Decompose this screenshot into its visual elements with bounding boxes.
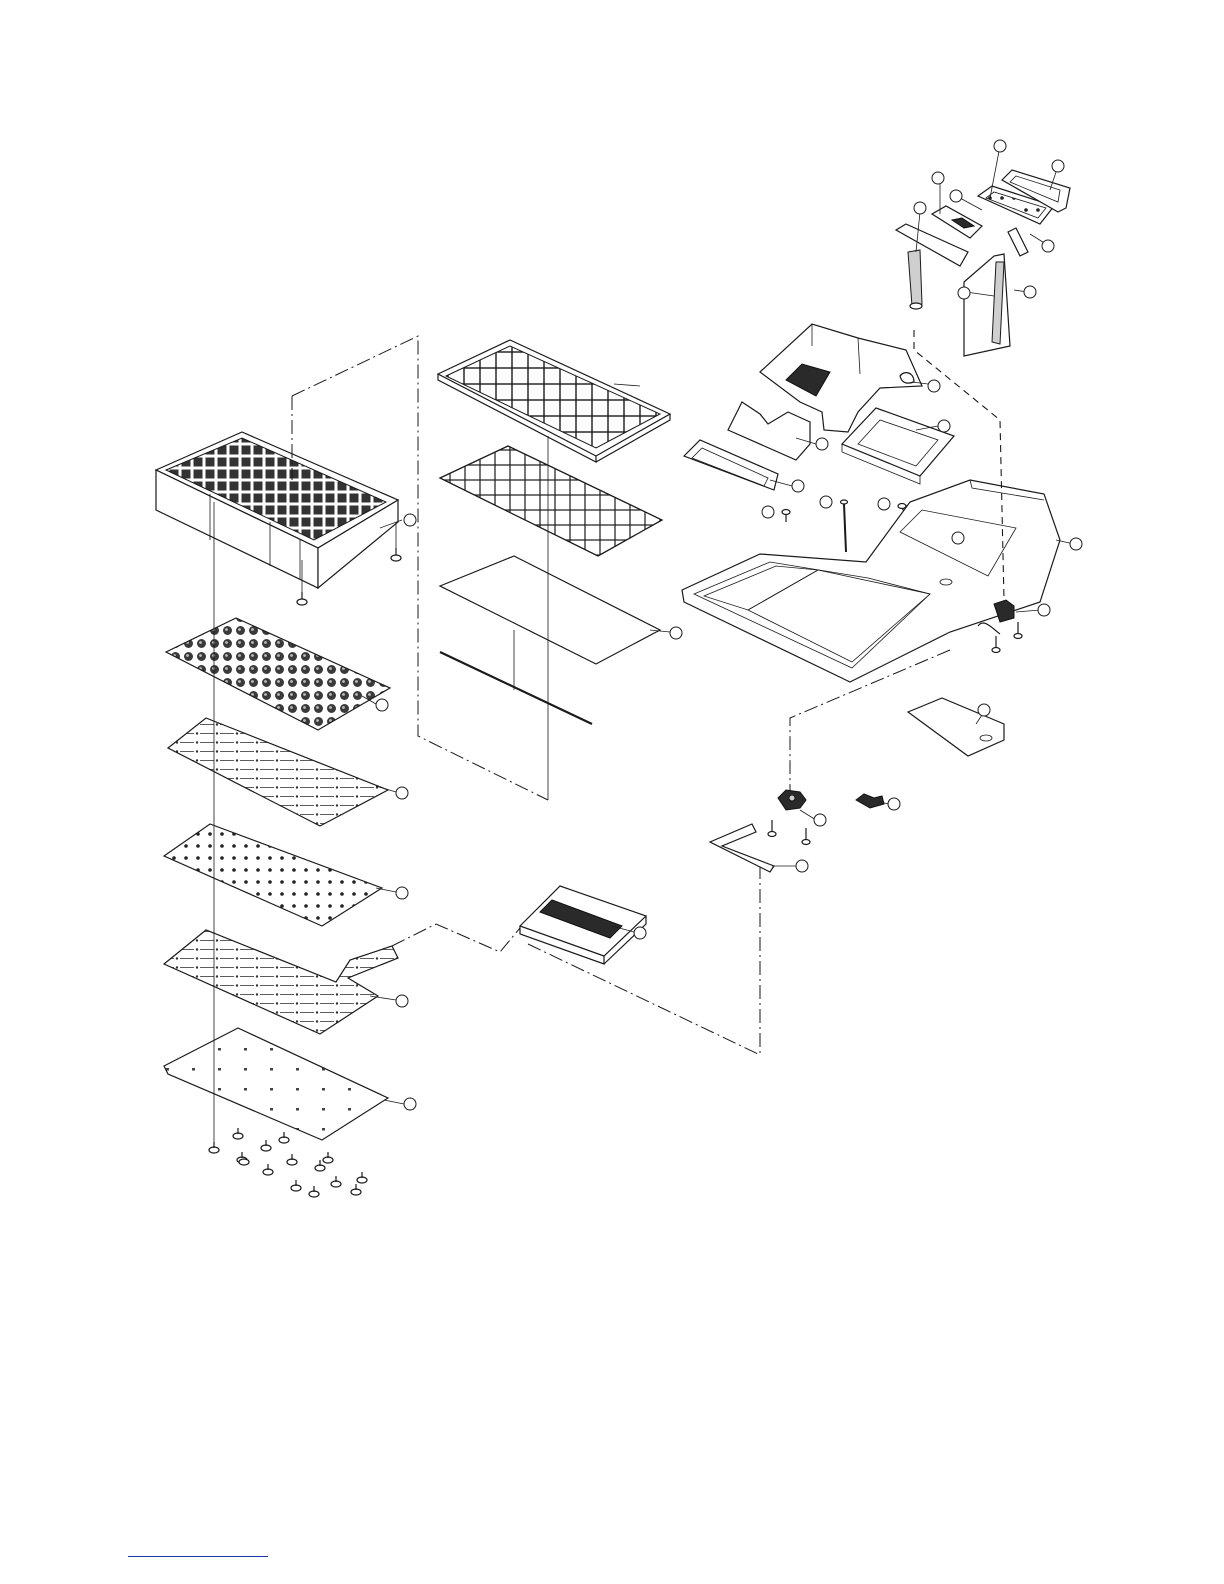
callout-c1 xyxy=(404,514,416,526)
callout-c4 xyxy=(396,887,408,899)
keyboard-bottom-plate xyxy=(164,1028,388,1140)
callout-c17 xyxy=(928,380,940,392)
paper-guide xyxy=(728,402,810,460)
callout-c5 xyxy=(396,995,408,1007)
keyboard-frame xyxy=(156,432,398,588)
display-lens xyxy=(932,206,982,238)
callout-c23 xyxy=(878,498,890,510)
display-pole-cover xyxy=(964,254,1010,356)
callout-c9 xyxy=(994,140,1006,152)
display-window-cover xyxy=(842,408,954,484)
overlay-strip xyxy=(440,652,592,724)
callout-c10 xyxy=(1052,160,1064,172)
mode-lock-switch xyxy=(768,790,810,845)
callout-c18 xyxy=(938,420,950,432)
callout-c14 xyxy=(1042,240,1054,252)
overlay-grid-sheet xyxy=(440,446,662,556)
overlay-film-sheet xyxy=(440,556,660,664)
display-pole-tube xyxy=(908,250,922,309)
lock-bracket xyxy=(710,824,774,872)
callout-c25 xyxy=(1070,538,1082,550)
bottom-screws xyxy=(209,1128,367,1197)
callout-c29 xyxy=(814,814,826,826)
callout-c21 xyxy=(762,506,774,518)
frame-screw-right xyxy=(391,548,401,561)
display-cable xyxy=(1008,228,1028,256)
display-pcb xyxy=(520,886,646,964)
callout-c16 xyxy=(1024,286,1036,298)
callout-c26 xyxy=(1038,604,1050,616)
callout-c2 xyxy=(376,699,388,711)
callout-c6 xyxy=(404,1098,416,1110)
callout-c24 xyxy=(952,532,964,544)
membrane-circuit-sheet xyxy=(164,930,398,1034)
keyboard-stack xyxy=(156,432,401,1197)
callout-c28 xyxy=(888,798,900,810)
callout-c20 xyxy=(792,480,804,492)
callout-c13 xyxy=(914,202,926,214)
upper-cabinet-assembly xyxy=(682,324,1060,872)
callout-c12 xyxy=(950,190,962,202)
mode-key xyxy=(856,794,884,808)
keyboard-overlay-stack xyxy=(292,336,670,800)
front-panel-frame xyxy=(684,440,778,490)
callout-c22 xyxy=(820,496,832,508)
overlay-grid-frame xyxy=(438,340,670,462)
callout-c30 xyxy=(796,860,808,872)
spacer-sheet xyxy=(164,824,382,926)
contact-sheet xyxy=(168,718,388,826)
callout-c11 xyxy=(932,172,944,184)
screw-long xyxy=(841,500,848,552)
callout-c3 xyxy=(396,787,408,799)
callout-c15 xyxy=(958,287,970,299)
callout-c7 xyxy=(670,627,682,639)
footer-rule xyxy=(128,1556,268,1557)
frame-screw-left xyxy=(297,592,307,605)
rubber-dome-sheet xyxy=(166,618,390,730)
screw-small xyxy=(782,510,790,523)
callout-c27 xyxy=(978,704,990,716)
callout-c8 xyxy=(634,927,646,939)
callout-c19 xyxy=(816,438,828,450)
